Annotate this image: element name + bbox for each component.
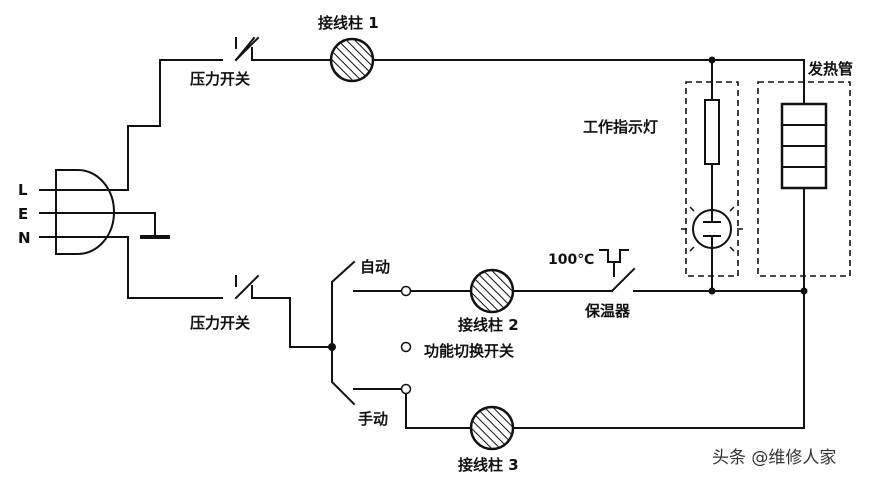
indicator-light-label: 工作指示灯 — [583, 118, 658, 136]
manual-label: 手动 — [358, 410, 388, 428]
heater-enclosure — [757, 81, 851, 277]
indicator-lamp — [681, 198, 743, 260]
plug-label-l: L — [18, 181, 28, 199]
manual-branch — [405, 59, 805, 429]
terminal-3-label: 接线柱 3 — [458, 456, 519, 474]
terminal-3 — [469, 405, 515, 451]
power-plug — [39, 169, 156, 255]
plug-label-e: E — [18, 205, 28, 223]
plug-label-n: N — [18, 229, 31, 247]
terminal-2 — [469, 268, 515, 314]
heating-tube — [780, 102, 828, 190]
terminal-1 — [329, 37, 375, 83]
live-wire — [127, 36, 805, 191]
terminal-2-label: 接线柱 2 — [458, 316, 519, 334]
ground-symbol — [140, 212, 170, 239]
auto-label: 自动 — [360, 258, 390, 276]
terminal-1-label: 接线柱 1 — [318, 14, 379, 32]
function-switch — [328, 260, 412, 406]
watermark: 头条 @维修人家 — [712, 448, 836, 468]
function-switch-label: 功能切换开关 — [424, 342, 514, 360]
indicator-enclosure — [685, 81, 739, 277]
pressure-switch-top — [234, 36, 260, 62]
thermostat-switch — [599, 249, 636, 293]
thermostat-label: 保温器 — [584, 302, 631, 320]
pressure-switch-top-label: 压力开关 — [190, 70, 250, 88]
thermostat-temp-label: 100℃ — [548, 252, 594, 268]
heating-tube-label: 发热管 — [807, 60, 853, 78]
neutral-wire — [127, 236, 333, 348]
pressure-switch-bottom-label: 压力开关 — [190, 314, 250, 332]
